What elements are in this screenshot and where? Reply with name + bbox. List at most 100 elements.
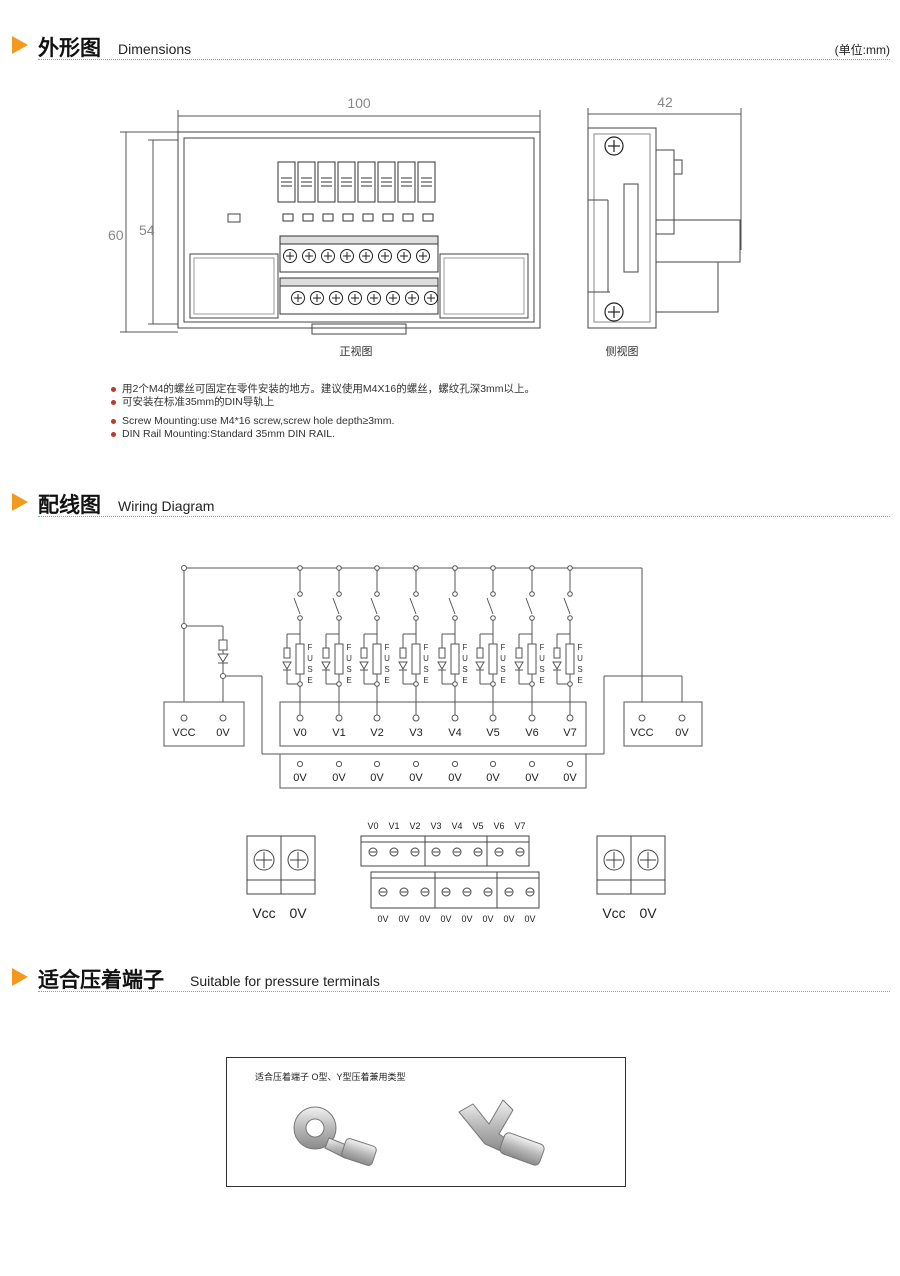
output-label-v2: V2 [370, 727, 383, 739]
terminal-block-front [279, 235, 439, 315]
ground-label: 0V [409, 772, 423, 784]
left-vcc-label: VCC [172, 727, 195, 739]
fuse-letter: S [500, 665, 505, 674]
mini-ground-label: 0V [482, 914, 493, 924]
mini-ground-label: 0V [398, 914, 409, 924]
section-title-zh: 配线图 [38, 494, 101, 517]
fuse-letter: U [539, 654, 545, 663]
fuse-letter: U [462, 654, 468, 663]
output-terminal-dot [296, 714, 304, 722]
side-width-label: 42 [657, 94, 673, 110]
output-terminal-dot [451, 714, 459, 722]
fuse-letter: S [462, 665, 467, 674]
ground-terminal-dot [412, 760, 420, 768]
fuse-letter: F [501, 643, 506, 652]
mini-output-label: V6 [493, 821, 504, 831]
fuse-letter: S [307, 665, 312, 674]
fuse-letter: E [577, 676, 582, 685]
dimensions-header: 外形图 Dimensions (单位:mm) [12, 32, 890, 62]
right-vcc-label: VCC [630, 727, 653, 739]
side-view-label: 侧视图 [606, 344, 639, 358]
section-title-zh: 适合压着端子 [38, 969, 164, 992]
mini-ground-label: 0V [461, 914, 472, 924]
fuse-letter: U [384, 654, 390, 663]
fuse-letter: F [540, 643, 545, 652]
wiring-header: 配线图 Wiring Diagram [12, 489, 890, 519]
output-terminal-dot [412, 714, 420, 722]
section-title-en: Dimensions [118, 41, 192, 57]
wiring-schematic: FUSEV00VFUSEV10VFUSEV20VFUSEV30VFUSEV40V… [163, 565, 703, 924]
section-divider [38, 991, 890, 992]
fuse-letter: F [424, 643, 429, 652]
ground-terminal-dot [335, 760, 343, 768]
output-label-v4: V4 [448, 727, 461, 739]
terminal-caption: 适合压着端子 O型、Y型压着兼用类型 [255, 1072, 406, 1082]
output-label-v7: V7 [563, 727, 576, 739]
zero-v-small-right: 0V [639, 905, 657, 921]
right-0v-label: 0V [675, 727, 689, 739]
mini-ground-label: 0V [377, 914, 388, 924]
fuse-letter: E [500, 676, 505, 685]
section-arrow-icon [12, 36, 28, 54]
height-inner-label: 54 [139, 222, 155, 238]
ground-terminal-dot [296, 760, 304, 768]
mini-ground-label: 0V [524, 914, 535, 924]
fuse-letter: F [463, 643, 468, 652]
zero-v-small-left: 0V [289, 905, 307, 921]
vcc-connector-left [246, 835, 316, 895]
output-terminal-dot [566, 714, 574, 722]
mini-output-label: V7 [514, 821, 525, 831]
fuse-letter: U [307, 654, 313, 663]
ground-label: 0V [293, 772, 307, 784]
ring-terminal-icon [293, 1106, 377, 1166]
note-zh-screw: 用2个M4的螺丝可固定在零件安装的地方。建议使用M4X16的螺丝，螺纹孔深3mm… [110, 383, 535, 396]
vcc-small-left: Vcc [252, 905, 275, 921]
fuse-letter: E [346, 676, 351, 685]
fuse-letter: F [578, 643, 583, 652]
fuse-letter: E [423, 676, 428, 685]
fuse-letter: E [539, 676, 544, 685]
ground-terminal-dot [528, 760, 536, 768]
ground-label: 0V [563, 772, 577, 784]
output-label-v5: V5 [486, 727, 499, 739]
output-terminal-dot [528, 714, 536, 722]
vcc-connector-right [596, 835, 666, 895]
section-divider [38, 59, 890, 60]
note-en-din: DIN Rail Mounting:Standard 35mm DIN RAIL… [110, 428, 535, 441]
left-0v-label: 0V [216, 727, 230, 739]
terminal-examples-box: 适合压着端子 O型、Y型压着兼用类型 [226, 1057, 626, 1187]
note-en-screw: Screw Mounting:use M4*16 screw,screw hol… [110, 415, 535, 428]
fuse-letter: S [539, 665, 544, 674]
output-terminal-dot [335, 714, 343, 722]
ground-terminal-dot [373, 760, 381, 768]
ground-terminal-dot [489, 760, 497, 768]
ground-label: 0V [448, 772, 462, 784]
fuse-letter: F [347, 643, 352, 652]
output-label-v6: V6 [525, 727, 538, 739]
fuse-letter: U [577, 654, 583, 663]
output-label-v1: V1 [332, 727, 345, 739]
fuse-letter: S [423, 665, 428, 674]
width-label: 100 [347, 95, 371, 111]
fuse-letter: E [384, 676, 389, 685]
ground-label: 0V [370, 772, 384, 784]
height-outer-label: 60 [108, 227, 124, 243]
fuse-letter: E [462, 676, 467, 685]
mounting-notes: 用2个M4的螺丝可固定在零件安装的地方。建议使用M4X16的螺丝，螺纹孔深3mm… [110, 383, 535, 441]
section-arrow-icon [12, 493, 28, 511]
side-view [587, 127, 741, 329]
fuse-letter: F [385, 643, 390, 652]
terminals-header: 适合压着端子 Suitable for pressure terminals [12, 964, 890, 994]
unit-label: (单位:mm) [834, 43, 890, 57]
section-arrow-icon [12, 968, 28, 986]
ground-label: 0V [525, 772, 539, 784]
mini-ground-label: 0V [440, 914, 451, 924]
fuse-letter: U [346, 654, 352, 663]
mini-output-label: V3 [430, 821, 441, 831]
ground-label: 0V [486, 772, 500, 784]
ground-terminal-dot [451, 760, 459, 768]
side-screws [604, 136, 624, 322]
led-indicators [282, 213, 434, 222]
mini-output-label: V2 [409, 821, 420, 831]
output-label-v0: V0 [293, 727, 306, 739]
